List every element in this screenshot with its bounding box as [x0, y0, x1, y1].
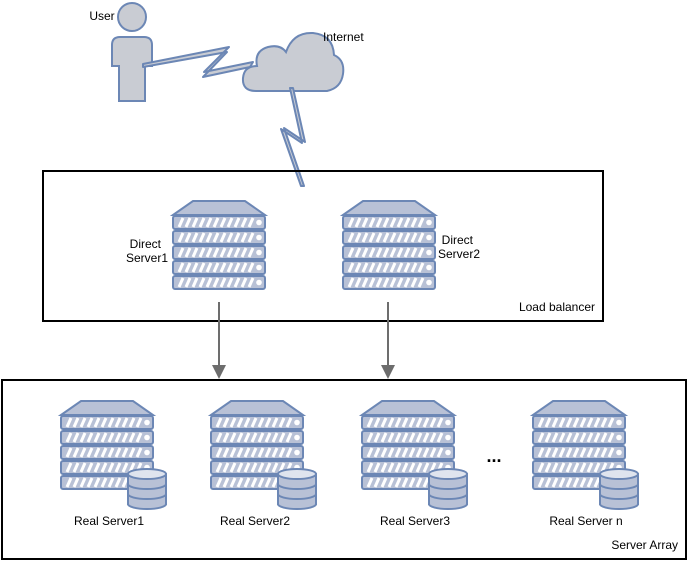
real-server3-label: Real Server3	[380, 514, 450, 528]
load-balancer-label: Load balancer	[519, 300, 595, 314]
load-balancer-box	[42, 170, 604, 322]
database-icon	[127, 468, 167, 510]
database-icon	[428, 468, 468, 510]
real-server1-label: Real Server1	[74, 514, 144, 528]
database-icon	[599, 468, 639, 510]
arrow-down-icon	[212, 302, 226, 379]
server-array-label: Server Array	[611, 538, 678, 552]
lightning-link-icon	[280, 87, 306, 187]
cloud-icon	[241, 31, 345, 92]
internet-label: Internet	[323, 30, 364, 44]
user-icon	[111, 2, 153, 102]
server-rack-icon	[341, 199, 437, 291]
database-icon	[277, 468, 317, 510]
arrow-down-icon	[381, 302, 395, 379]
user-label: User	[89, 9, 114, 23]
real-server-n-label: Real Server n	[549, 514, 622, 528]
server-rack-icon	[171, 199, 267, 291]
direct-server1-label: Direct Server1	[126, 237, 168, 265]
server-array-box	[1, 379, 687, 560]
direct-server2-label: Direct Server2	[438, 233, 480, 261]
real-server2-label: Real Server2	[220, 514, 290, 528]
ellipsis-label: ...	[486, 446, 501, 466]
lightning-link-icon	[142, 46, 254, 78]
